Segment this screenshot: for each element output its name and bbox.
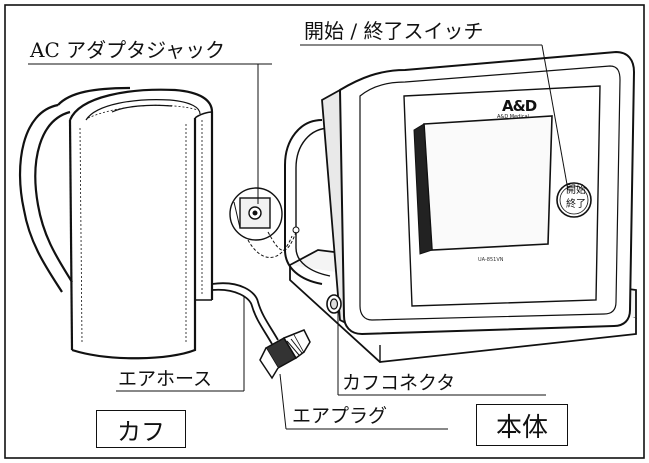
label-air-hose: エアホース xyxy=(118,368,213,390)
model-label: UA-851VN xyxy=(478,257,504,263)
start-stop-button-top-label: 開始 xyxy=(566,185,586,196)
label-ac-adapter-jack: AC アダプタジャック xyxy=(30,38,226,62)
brand-subtitle: A&D Medical xyxy=(497,114,529,120)
label-start-stop-switch: 開始 / 終了スイッチ xyxy=(304,19,484,43)
main-unit-illustration xyxy=(284,50,637,363)
start-stop-button-bottom-label: 終了 xyxy=(566,199,586,210)
air-plug xyxy=(259,329,311,380)
box-main-unit: 本体 xyxy=(476,404,568,446)
cuff-illustration xyxy=(18,86,214,360)
label-air-plug: エアプラグ xyxy=(292,405,388,427)
ac-jack-magnifier xyxy=(229,187,297,258)
box-cuff: カフ xyxy=(96,410,186,448)
air-hose xyxy=(211,282,279,345)
brand-logo: A&D xyxy=(502,97,537,115)
leader-lines xyxy=(28,44,569,430)
label-cuff-connector: カフコネクタ xyxy=(342,372,456,394)
outer-frame xyxy=(4,4,645,459)
